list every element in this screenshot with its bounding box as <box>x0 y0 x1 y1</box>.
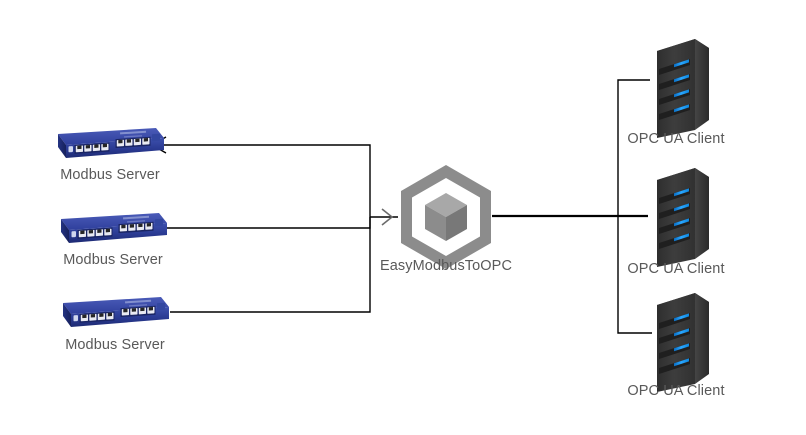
opc-ua-client-3-label: OPC UA Client <box>627 383 725 399</box>
server-tower-icon <box>657 293 709 392</box>
modbus-server-2-label: Modbus Server <box>63 252 163 268</box>
link-hub-to-opc-ua-client-3 <box>617 216 652 334</box>
opc-ua-client-2-label: OPC UA Client <box>627 261 725 277</box>
modbus-server-1-label: Modbus Server <box>60 167 160 183</box>
network-switch-icon <box>63 297 169 327</box>
hexagon-cube-icon <box>401 165 491 269</box>
network-switch-icon <box>58 128 164 158</box>
modbus-server-3-label: Modbus Server <box>65 337 165 353</box>
server-tower-icon <box>657 168 709 267</box>
server-tower-icon <box>657 39 709 138</box>
link-modbus-server-3-to-hub <box>170 217 371 313</box>
easymodbustoopc-label: EasyModbusToOPC <box>379 258 513 274</box>
opc-ua-client-1-label: OPC UA Client <box>627 131 725 147</box>
link-hub-to-opc-ua-client-1 <box>617 79 650 216</box>
link-modbus-server-2-to-hub <box>166 217 371 229</box>
network-switch-icon <box>61 213 167 243</box>
link-junction-to-hub <box>370 208 398 226</box>
